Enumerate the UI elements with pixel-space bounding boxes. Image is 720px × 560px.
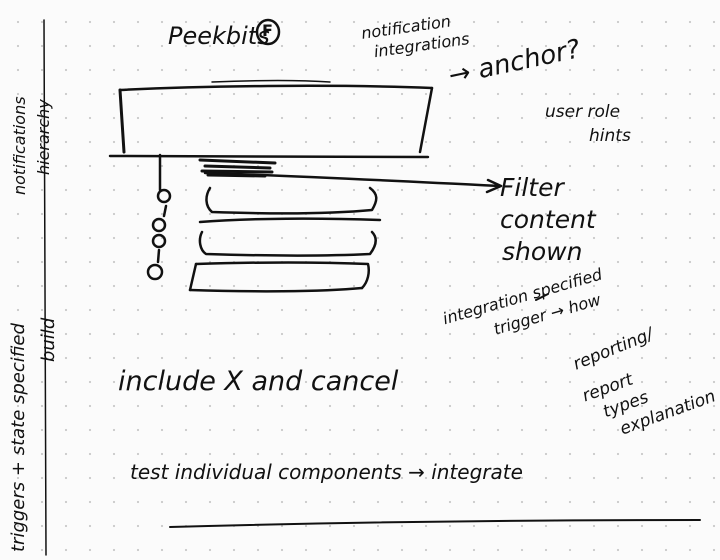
timeline — [146, 153, 172, 281]
title-badge-circle — [255, 18, 281, 46]
filter-content-shown-note: Filter content shown — [500, 173, 596, 266]
triggers-state-specified-note: triggers + state specified build — [8, 317, 59, 552]
include-x-cancel-note: include X and cancel — [118, 366, 399, 397]
divider-line — [108, 154, 430, 159]
filter-bar — [198, 158, 503, 194]
notification-items — [188, 186, 382, 293]
user-role-hints-note: user role hints — [545, 102, 631, 146]
bottom-line — [169, 519, 701, 528]
notifications-hierarchy-note: notifications hierarchy — [10, 96, 53, 195]
sketch-title: Peekbits — [168, 22, 270, 50]
title-badge: F — [262, 21, 273, 40]
margin-line — [43, 19, 47, 556]
test-components-note: test individual components → integrate — [130, 460, 523, 484]
banner-box — [118, 79, 434, 154]
